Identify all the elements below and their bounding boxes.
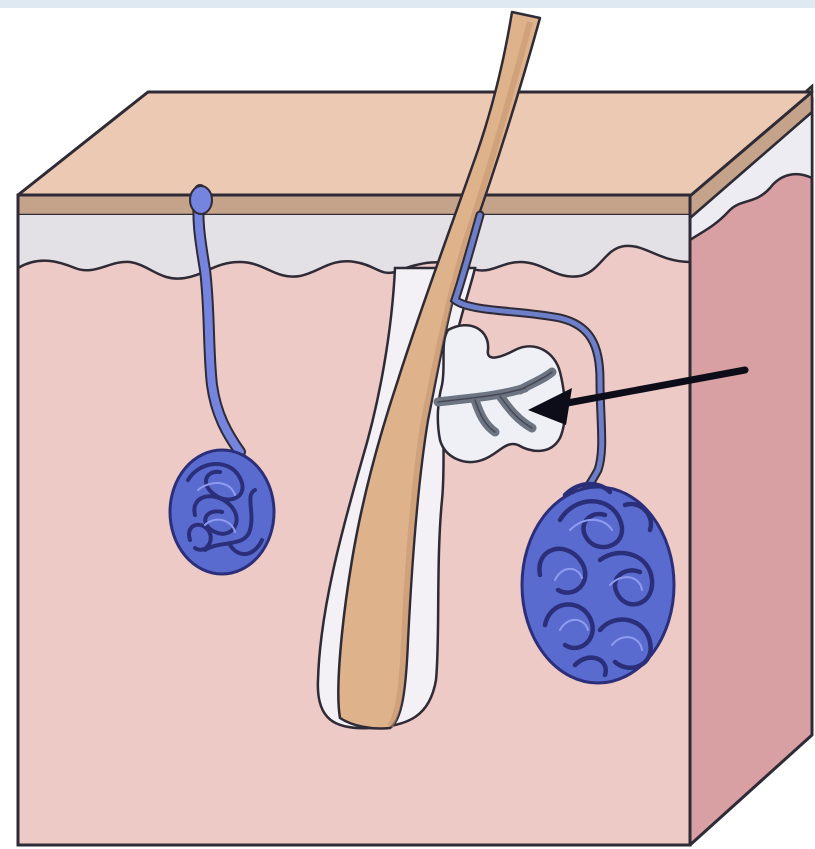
skin-top-surface bbox=[18, 92, 812, 196]
top-edge-strip bbox=[0, 0, 815, 8]
stratum-band bbox=[18, 195, 690, 215]
sweat-gland-large bbox=[522, 484, 674, 683]
sweat-gland-small bbox=[170, 450, 274, 574]
small-gland-pore bbox=[190, 186, 212, 214]
